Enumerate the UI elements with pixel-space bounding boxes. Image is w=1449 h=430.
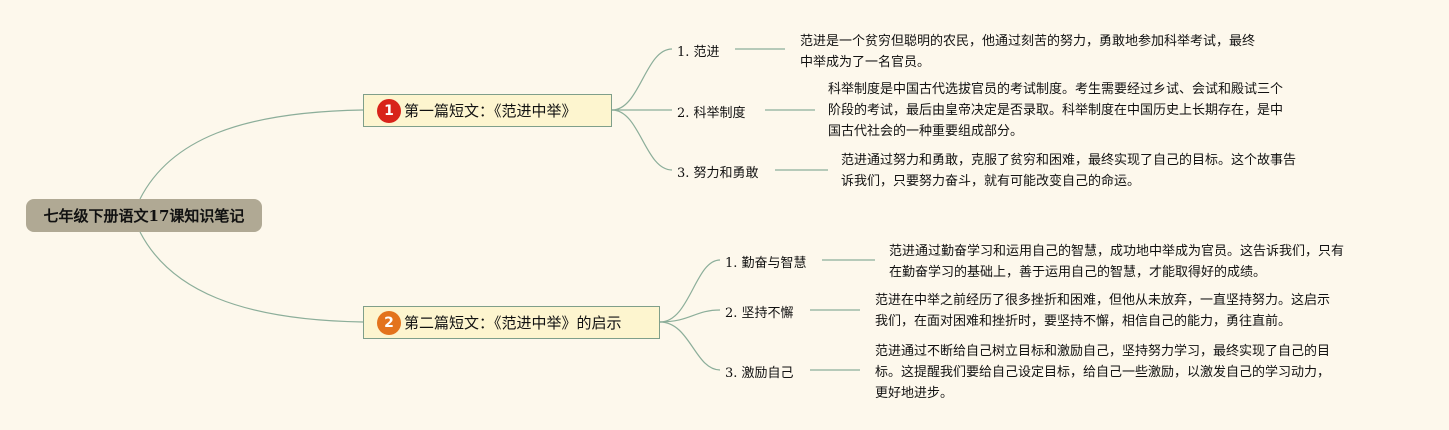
connector-root-topic-1 <box>139 109 364 200</box>
connector-topic-2-item-1 <box>659 259 721 323</box>
topic-node-1[interactable]: 1 第一篇短文：《范进中举》 <box>363 94 612 127</box>
subtopic-diligence-wisdom[interactable]: 1. 勤奋与智慧 <box>725 256 807 271</box>
topic-label: 第二篇短文：《范进中举》的启示 <box>404 314 622 332</box>
subtopic-imperial-exam[interactable]: 2. 科举制度 <box>677 106 746 121</box>
topic-node-2[interactable]: 2 第二篇短文：《范进中举》的启示 <box>363 306 660 339</box>
description-effort-courage: 范进通过努力和勇敢，克服了贫穷和困难，最终实现了自己的目标。这个故事告 诉我们，… <box>841 153 1297 189</box>
description-fan-jin: 范进是一个贫穷但聪明的农民，他通过刻苦的努力，勇敢地参加科举考试，最终 中举成为… <box>800 34 1256 70</box>
description-imperial-exam: 科举制度是中国古代选拔官员的考试制度。考生需要经过乡试、会试和殿试三个 阶段的考… <box>828 82 1284 139</box>
connector-topic-1-item-3 <box>611 109 673 171</box>
description-self-motivation: 范进通过不断给自己树立目标和激励自己，坚持努力学习，最终实现了自己的目 标。这提… <box>875 344 1331 401</box>
subtopic-effort-courage[interactable]: 3. 努力和勇敢 <box>677 166 759 181</box>
description-diligence-wisdom: 范进通过勤奋学习和运用自己的智慧，成功地中举成为官员。这告诉我们，只有 在勤奋学… <box>889 244 1345 280</box>
subtopic-perseverance[interactable]: 2. 坚持不懈 <box>725 306 794 321</box>
subtopic-fan-jin[interactable]: 1. 范进 <box>677 45 720 60</box>
root-label: 七年级下册语文17课知识笔记 <box>43 207 245 225</box>
connector-topic-2-item-3 <box>659 321 721 371</box>
connector-root-topic-2 <box>139 231 364 323</box>
connector-topic-1-item-1 <box>611 48 673 111</box>
subtopic-self-motivation[interactable]: 3. 激励自己 <box>725 366 794 381</box>
topic-number-badge: 1 <box>377 98 401 123</box>
topic-number-badge: 2 <box>377 310 401 335</box>
description-perseverance: 范进在中举之前经历了很多挫折和困难，但他从未放弃，一直坚持努力。这启示 我们，在… <box>875 293 1331 329</box>
connector-topic-2-item-2 <box>659 309 721 323</box>
root-node[interactable]: 七年级下册语文17课知识笔记 <box>26 199 262 232</box>
topic-label: 第一篇短文：《范进中举》 <box>404 102 577 120</box>
